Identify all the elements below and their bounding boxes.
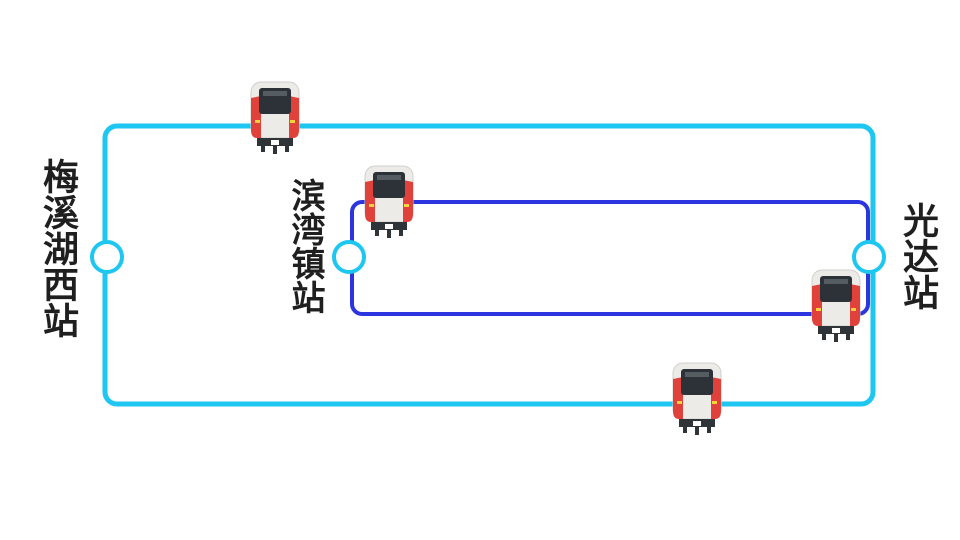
train-bottom — [672, 362, 722, 436]
inner-loop-line — [350, 200, 870, 316]
train-inner-top — [364, 165, 414, 239]
station-label-guangda: 光达站 — [897, 202, 939, 310]
station-marker-meixi — [90, 240, 124, 274]
station-marker-guangda — [852, 240, 886, 274]
train-top-left — [250, 81, 300, 155]
station-marker-caowan — [332, 240, 366, 274]
station-label-caowan: 滨湾镇站 — [285, 178, 325, 314]
train-right — [811, 269, 861, 343]
outer-loop-line — [102, 123, 876, 407]
station-label-meixi: 梅溪湖西站 — [37, 158, 79, 338]
